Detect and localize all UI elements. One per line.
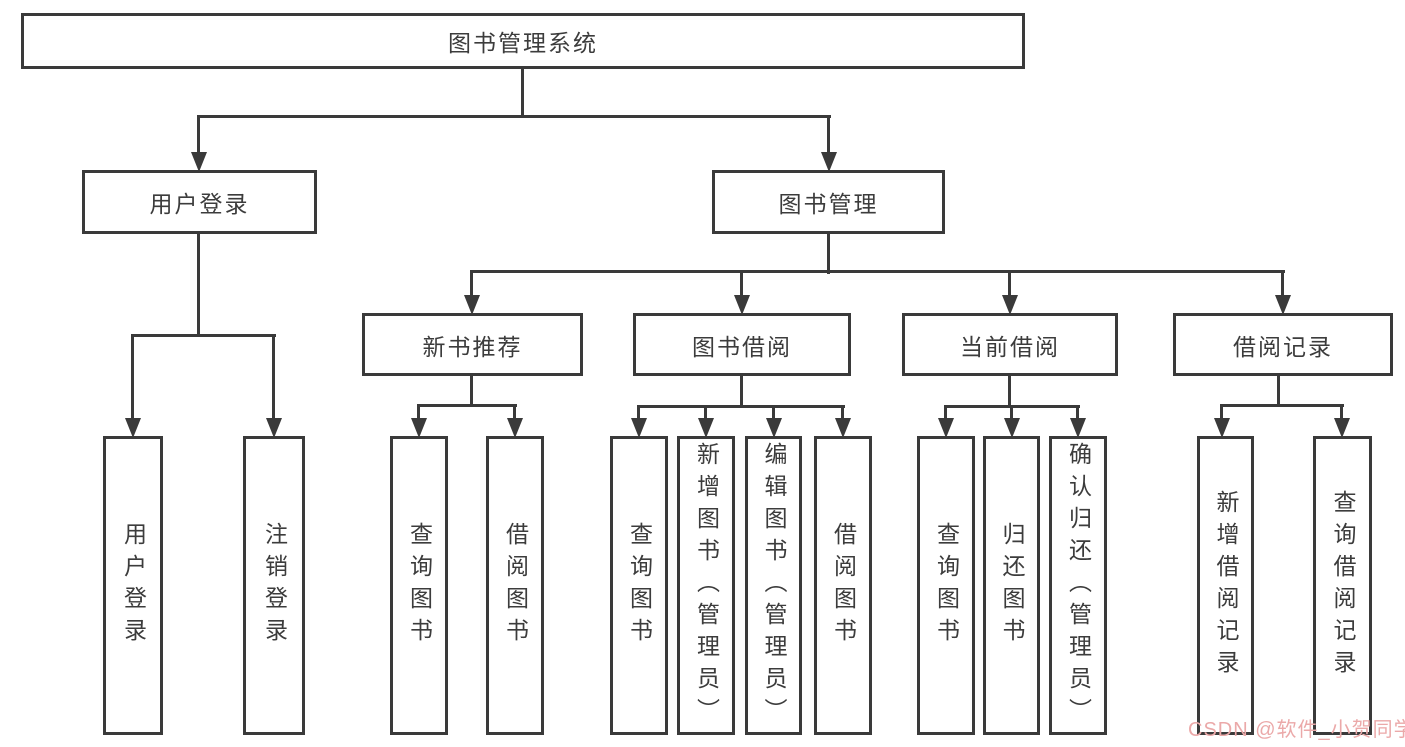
edge-bb-stem [740,376,743,407]
node-user-login: 用户登录 [82,170,317,234]
arrow-to-book-borrow [734,270,750,315]
node-current-borrow: 当前借阅 [902,313,1118,376]
arrow-to-new-book-recommend [464,270,480,315]
leaf-nbr-borrow-books: 借阅图书 [486,436,544,735]
arrow-to-book-management [821,115,837,172]
edge-cb-stem [1008,376,1011,407]
edge-bb-bar [637,405,845,408]
arrow-to-cb-return [1004,405,1020,438]
leaf-br-query-record: 查询借阅记录 [1313,436,1372,735]
node-root-system: 图书管理系统 [21,13,1025,69]
arrow-to-leaf-user-login [125,334,141,438]
node-book-borrow: 图书借阅 [633,313,851,376]
edge-root-stem [521,69,524,117]
arrow-to-br-add [1214,404,1230,438]
arrow-to-cb-confirm [1070,405,1086,438]
leaf-nbr-query-books: 查询图书 [390,436,448,735]
leaf-logout: 注销登录 [243,436,305,735]
arrow-to-bb-add [698,405,714,438]
leaf-cb-return-books: 归还图书 [983,436,1040,735]
arrow-to-nbr-query [411,404,427,438]
node-new-book-recommend: 新书推荐 [362,313,583,376]
edge-user-login-bar [131,334,276,337]
leaf-bb-borrow-books: 借阅图书 [814,436,872,735]
leaf-bb-query-books: 查询图书 [610,436,668,735]
arrow-to-leaf-logout [266,334,282,438]
edge-book-mgmt-stem [827,234,830,274]
edge-book-mgmt-bar [470,270,1285,273]
leaf-user-login: 用户登录 [103,436,163,735]
csdn-watermark: CSDN @软件_小贺同学 [1188,719,1405,741]
node-borrow-records: 借阅记录 [1173,313,1393,376]
arrow-to-br-query [1334,404,1350,438]
arrow-to-current-borrow [1002,270,1018,315]
arrow-to-nbr-borrow [507,404,523,438]
edge-user-login-stem [197,234,200,337]
leaf-br-add-record: 新增借阅记录 [1197,436,1254,735]
leaf-bb-add-books-admin: 新增图书（管理员） [677,436,735,735]
leaf-cb-confirm-return-admin: 确认归还（管理员） [1049,436,1107,735]
edge-nbr-bar [417,404,517,407]
arrow-to-bb-edit [766,405,782,438]
leaf-bb-edit-books-admin: 编辑图书（管理员） [745,436,802,735]
edge-nbr-stem [470,376,473,406]
arrow-to-user-login [191,115,207,172]
edge-br-stem [1277,376,1280,406]
leaf-cb-query-books: 查询图书 [917,436,975,735]
arrow-to-cb-query [938,405,954,438]
arrow-to-borrow-records [1275,270,1291,315]
arrow-to-bb-query [631,405,647,438]
edge-br-bar [1220,404,1344,407]
edge-root-bar [197,115,831,118]
arrow-to-bb-borrow [835,405,851,438]
node-book-management: 图书管理 [712,170,945,234]
